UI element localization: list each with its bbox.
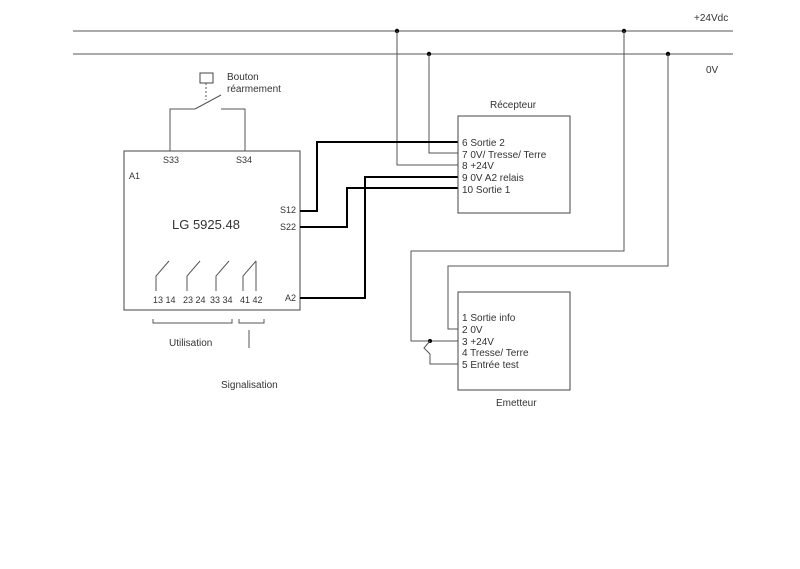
relay-terminal-a2: A2 — [285, 293, 296, 303]
emitter-terminal-2: 2 0V — [462, 325, 483, 336]
rail-plus-24v-label: +24Vdc — [694, 13, 728, 24]
reset-button-label-line1: Bouton — [227, 72, 259, 83]
contact-33-34-symbol — [215, 260, 230, 291]
wire-receiver-zero-volt — [428, 54, 460, 154]
relay-module — [123, 150, 301, 311]
wire-a2-zero-volt-relay — [300, 176, 460, 299]
wire-reset-s34 — [221, 108, 246, 153]
contact-13-14-label: 13 14 — [153, 295, 176, 305]
contact-23-24-label: 23 24 — [183, 295, 206, 305]
emitter-terminal-4: 4 Tresse/ Terre — [462, 348, 529, 359]
contact-33-34-label: 33 34 — [210, 295, 233, 305]
relay-terminal-a1: A1 — [129, 171, 140, 181]
receiver-box — [457, 115, 571, 214]
wire-s22-sortie-1 — [300, 187, 460, 228]
receiver-terminal-9: 9 0V A2 relais — [462, 173, 524, 184]
wire-emitter-plus-24v — [410, 31, 625, 342]
reset-button-actuator — [199, 72, 214, 84]
emitter-terminal-1: 1 Sortie info — [462, 313, 516, 324]
wire-emitter-zero-volt — [447, 54, 669, 330]
receiver-terminal-6: 6 Sortie 2 — [462, 138, 505, 149]
contact-41-42-symbol — [242, 260, 257, 291]
contact-13-14-symbol — [155, 260, 170, 291]
relay-terminal-s12: S12 — [280, 205, 296, 215]
wire-s12-sortie-2 — [300, 141, 460, 212]
signal-bracket — [238, 319, 265, 324]
reset-button-label-line2: réarmement — [227, 84, 281, 95]
relay-terminal-s22: S22 — [280, 222, 296, 232]
contact-41-42-label: 41 42 — [240, 295, 263, 305]
receiver-title: Récepteur — [490, 100, 537, 111]
usage-group-label: Utilisation — [169, 338, 212, 349]
emitter-title: Emetteur — [496, 398, 537, 409]
relay-terminal-s34: S34 — [236, 155, 252, 165]
emitter-terminal-5: 5 Entrée test — [462, 360, 519, 371]
contact-23-24-symbol — [186, 260, 201, 291]
receiver-terminal-10: 10 Sortie 1 — [462, 185, 511, 196]
relay-model-label: LG 5925.48 — [172, 217, 240, 232]
emitter-terminal-3: 3 +24V — [462, 337, 494, 348]
usage-bracket — [152, 319, 233, 324]
receiver-terminal-8: 8 +24V — [462, 161, 494, 172]
wire-emitter-test-link — [423, 340, 460, 365]
receiver-terminal-7: 7 0V/ Tresse/ Terre — [462, 150, 547, 161]
wire-reset-s33 — [169, 108, 195, 153]
relay-terminal-s33: S33 — [163, 155, 179, 165]
wire-receiver-plus-24v — [396, 31, 460, 166]
emitter-box — [457, 291, 571, 391]
reset-button-contact — [194, 94, 222, 110]
rail-zero-volt-label: 0V — [706, 65, 719, 76]
signal-group-label: Signalisation — [221, 380, 278, 391]
